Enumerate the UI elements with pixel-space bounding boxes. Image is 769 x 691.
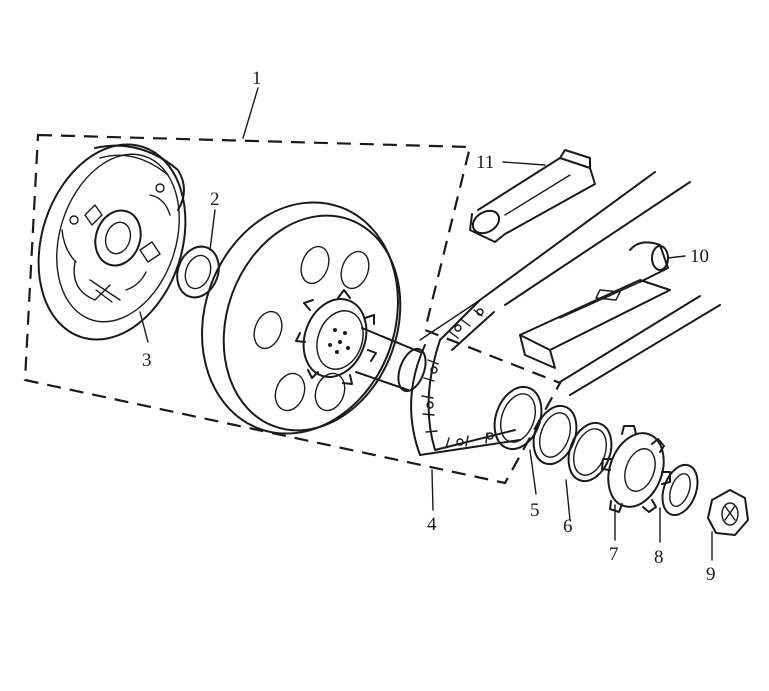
frame-rails (419, 171, 721, 396)
washer-6-inner (538, 412, 572, 458)
callout-8: 8 (654, 547, 664, 568)
washer-8 (661, 463, 699, 517)
callout-5: 5 (530, 500, 540, 521)
clutch-drum (201, 201, 427, 435)
leader-lines (139, 87, 713, 561)
callout-11: 11 (476, 152, 494, 173)
callout-6: 6 (563, 516, 573, 537)
callout-10: 10 (690, 246, 709, 267)
sprocket-7 (601, 425, 671, 513)
washer-5-inner (500, 393, 536, 443)
callout-7: 7 (609, 544, 619, 565)
callout-9: 9 (706, 564, 716, 585)
chain-link-11 (469, 149, 596, 243)
callout-2: 2 (210, 189, 220, 210)
callout-1: 1 (252, 68, 262, 89)
spacer-ring-inner (572, 428, 608, 476)
callout-3: 3 (142, 350, 152, 371)
washer-5 (493, 386, 543, 450)
drive-chain (410, 299, 521, 456)
bracket-10 (519, 241, 671, 369)
washer-2 (176, 245, 220, 299)
nut-9 (707, 489, 749, 536)
clutch-assembly (37, 143, 187, 341)
washer-8-inner (669, 473, 691, 507)
callout-4: 4 (427, 514, 437, 535)
washer-6 (532, 404, 578, 466)
assembly-boundary (23, 133, 562, 485)
